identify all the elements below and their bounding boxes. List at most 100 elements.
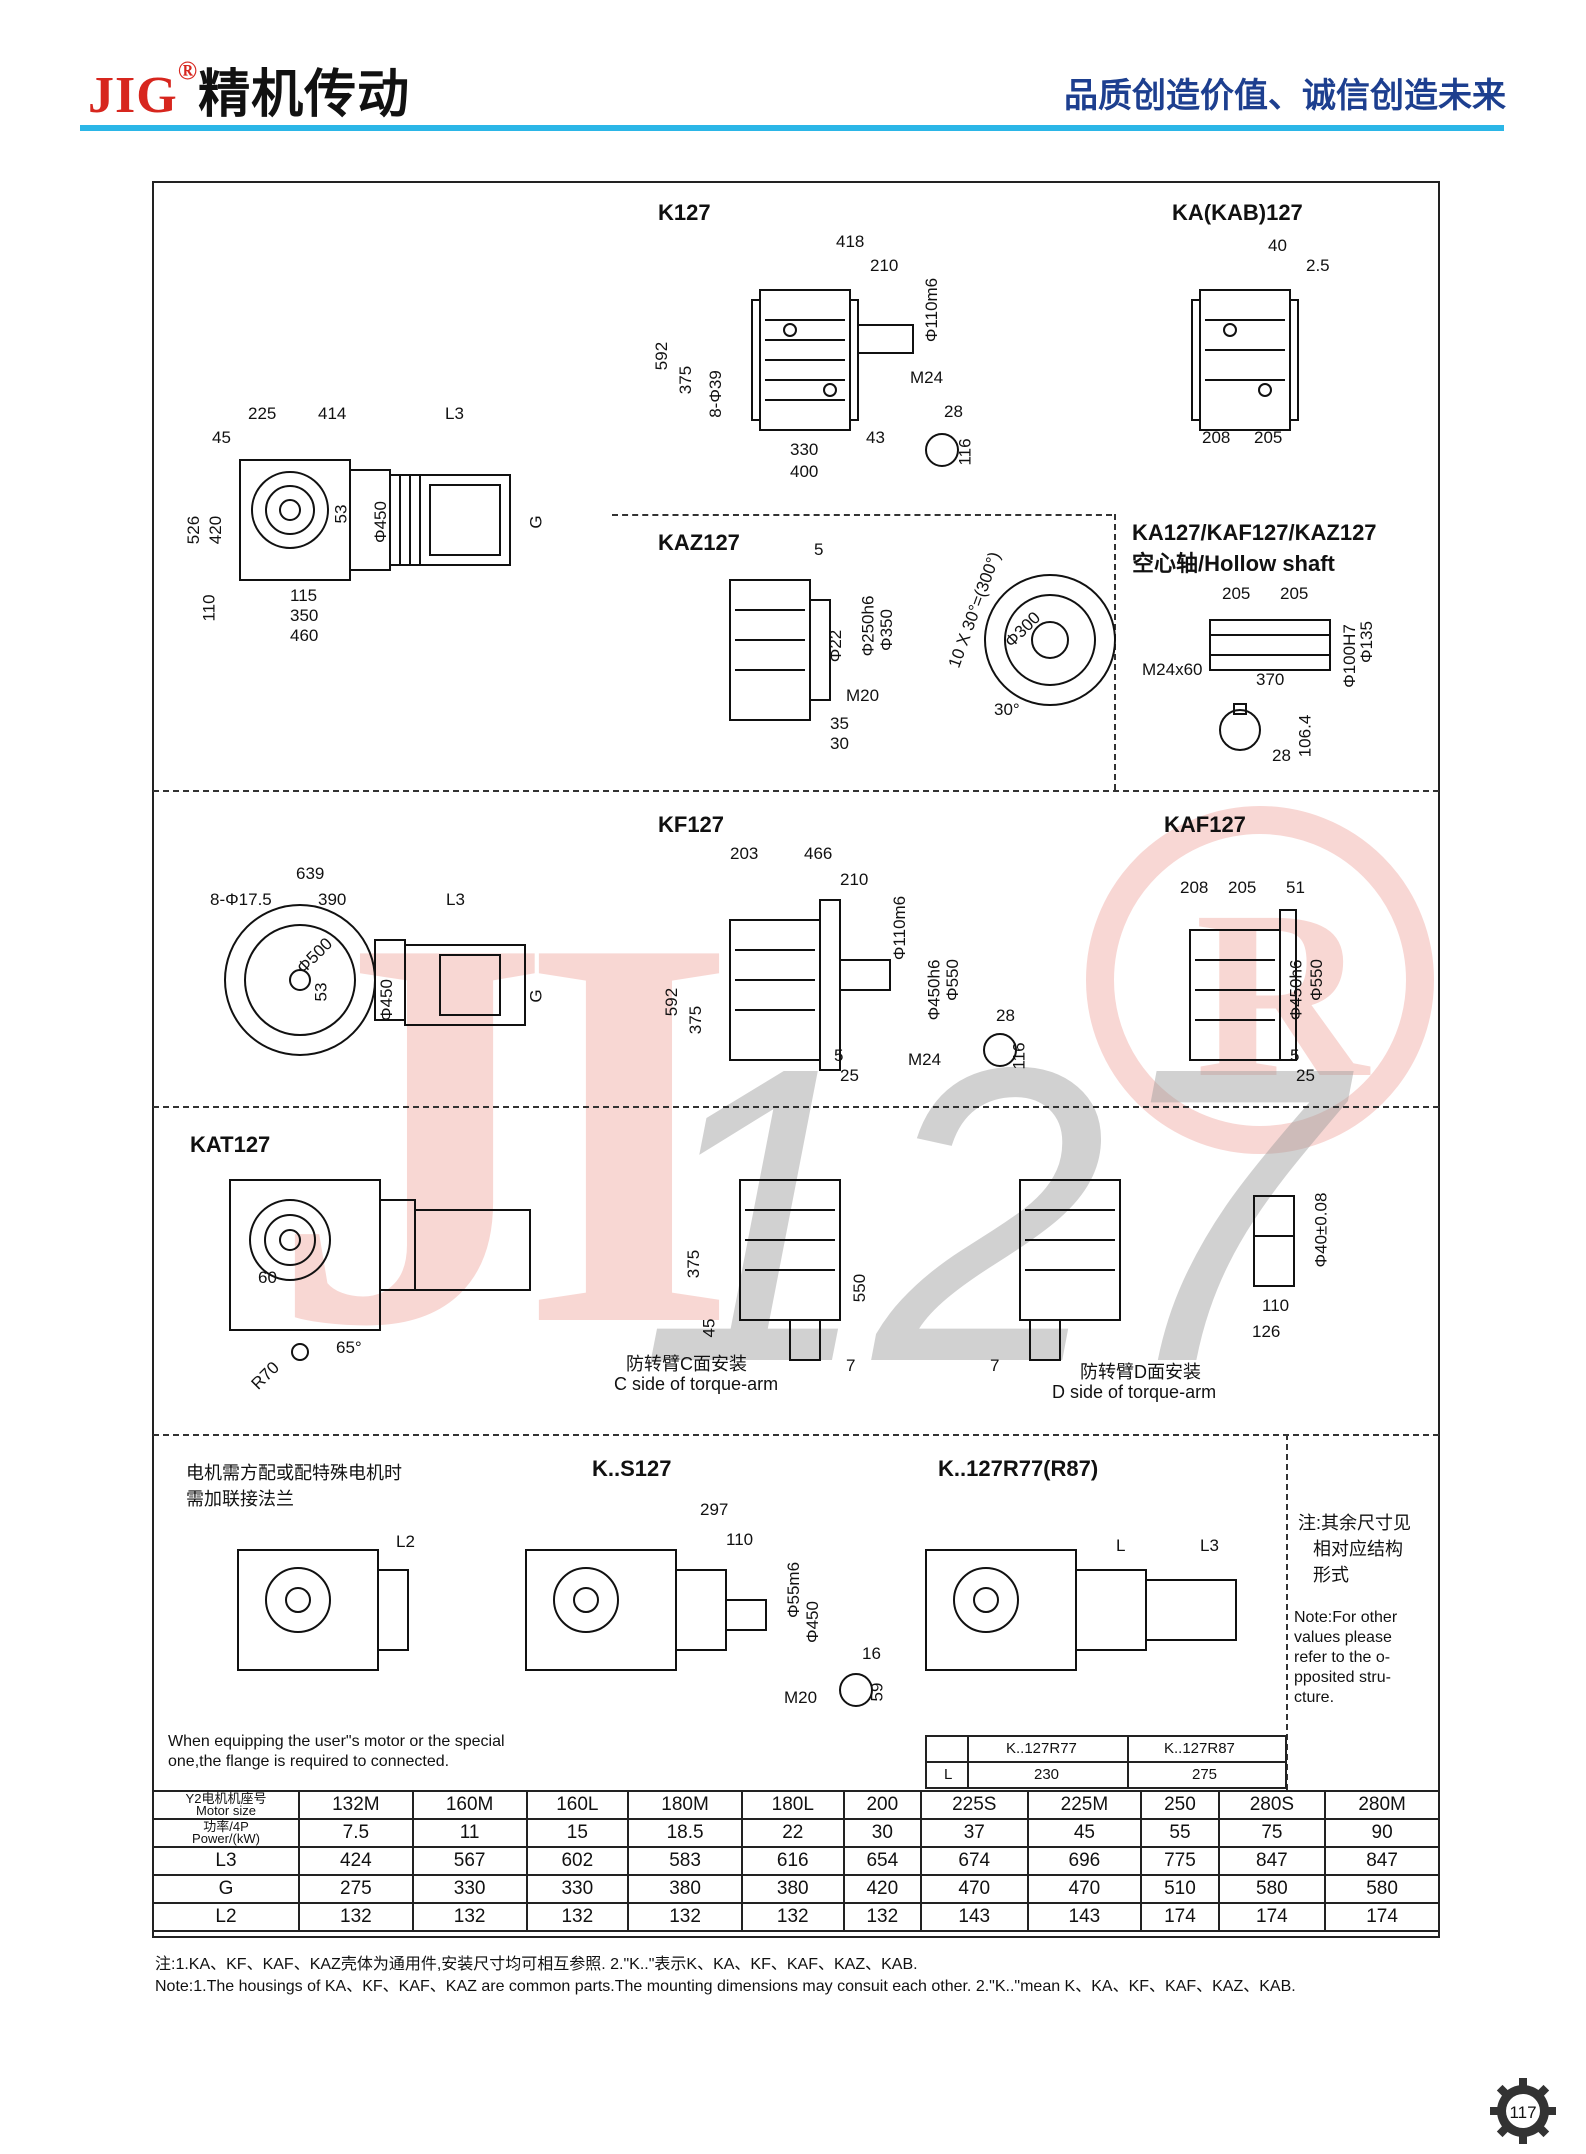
- dim-40: 40: [1268, 236, 1287, 255]
- cell: 11: [411, 1818, 528, 1848]
- drawing-kr127: [925, 1549, 1237, 1671]
- cell: 280S: [1217, 1790, 1327, 1820]
- dim-203: 203: [730, 844, 759, 863]
- dim-460: 460: [290, 626, 319, 645]
- dim-28b: 28: [1272, 746, 1291, 765]
- dim-28c: 28: [996, 1006, 1015, 1025]
- label-kaf127: KAF127: [1164, 812, 1246, 837]
- cell: 200: [842, 1790, 923, 1820]
- drawing-kaz127: [729, 574, 1116, 721]
- dim-592b: 592: [662, 987, 682, 1017]
- dim-210b: 210: [840, 870, 869, 889]
- dim-phi450b: Φ450: [376, 979, 396, 1021]
- cell: 143: [1026, 1902, 1143, 1932]
- dim-420: 420: [206, 515, 226, 545]
- dim-205b: 205: [1280, 584, 1309, 603]
- dim-414: 414: [318, 404, 347, 423]
- r-table-label: L: [944, 1766, 953, 1783]
- cell: 15: [525, 1818, 630, 1848]
- dim-16: 16: [862, 1644, 881, 1663]
- label-kat127: KAT127: [190, 1132, 271, 1157]
- dim-phi450c: Φ450: [802, 1601, 822, 1643]
- dim-28: 28: [944, 402, 963, 421]
- dim-phi110m6: Φ110m6: [922, 277, 942, 343]
- dim-25b: 25: [1296, 1066, 1315, 1085]
- dim-M20: M20: [846, 686, 880, 705]
- label-ka127: KA(KAB)127: [1172, 200, 1303, 225]
- dim-L3: L3: [445, 404, 464, 423]
- dim-45: 45: [212, 428, 231, 447]
- dim-phi550: Φ550: [942, 959, 962, 1001]
- drawing-kat127: [229, 1179, 531, 1361]
- cell: 174: [1324, 1902, 1440, 1932]
- cell: 380: [627, 1874, 743, 1904]
- dim-a30: 30°: [994, 700, 1020, 719]
- dim-L3c: L3: [1200, 1536, 1219, 1555]
- cell: 160M: [411, 1790, 528, 1820]
- drawing-torque-c: [739, 1179, 841, 1361]
- right-note-cn: 注:其余尺寸见 相对应结构 形式: [1298, 1513, 1412, 1585]
- svg-text:I: I: [520, 822, 738, 1442]
- cell: 143: [920, 1902, 1029, 1932]
- divider: [153, 790, 1439, 792]
- dim-330: 330: [790, 440, 819, 459]
- slogan: 品质创造价值、诚信创造未来: [1064, 76, 1506, 116]
- dim-phi350: Φ350: [876, 609, 896, 651]
- dim-110c: 110: [726, 1530, 754, 1549]
- dim-592: 592: [652, 341, 672, 371]
- divider: [153, 1106, 1439, 1108]
- dim-M20b: M20: [784, 1688, 818, 1707]
- dim-phi135: Φ135: [1356, 621, 1376, 663]
- d-side-cn: 防转臂D面安装: [1080, 1362, 1201, 1382]
- cell: 470: [1026, 1874, 1143, 1904]
- dim-126: 126: [1252, 1322, 1281, 1341]
- dim-7: 7: [846, 1356, 856, 1375]
- cell: 470: [920, 1874, 1029, 1904]
- cell: 75: [1217, 1818, 1327, 1848]
- dim-35: 35: [830, 714, 849, 733]
- cell: 180M: [627, 1790, 743, 1820]
- cell: 174: [1140, 1902, 1220, 1932]
- dim-210: 210: [870, 256, 899, 275]
- c-side-en: C side of torque-arm: [614, 1374, 779, 1394]
- d-side-en: D side of torque-arm: [1052, 1382, 1217, 1402]
- dim-390: 390: [318, 890, 347, 909]
- svg-text:J: J: [270, 822, 550, 1442]
- cell: 132: [525, 1902, 630, 1932]
- row-header: L3: [152, 1846, 300, 1876]
- dim-375b: 375: [686, 1005, 706, 1035]
- divider: [1114, 514, 1116, 790]
- dim-110b: 110: [1262, 1296, 1290, 1315]
- divider: [612, 514, 1112, 516]
- drawing-flange: [237, 1549, 409, 1671]
- dim-G: G: [526, 515, 546, 529]
- cell: 225M: [1026, 1790, 1143, 1820]
- r-table-col1: K..127R77: [1006, 1740, 1077, 1757]
- dim-115: 115: [290, 586, 318, 605]
- cell: 275: [298, 1874, 414, 1904]
- dim-7b: 7: [990, 1356, 1000, 1375]
- header-rule: [80, 125, 1504, 131]
- dim-208b: 208: [1180, 878, 1209, 897]
- row-header: G: [152, 1874, 300, 1904]
- drawing-kf-side: [224, 904, 526, 1056]
- label-kf127: KF127: [658, 812, 725, 837]
- cell: 567: [411, 1846, 528, 1876]
- r-table-v1: 230: [1034, 1766, 1060, 1783]
- cell: 160L: [525, 1790, 630, 1820]
- cell: 616: [740, 1846, 845, 1876]
- dim-60: 60: [258, 1268, 277, 1287]
- label-k127: K127: [658, 200, 711, 225]
- drawing-kaf127: [1189, 909, 1297, 1061]
- dim-116: 116: [955, 438, 975, 466]
- label-kaz127: KAZ127: [658, 530, 740, 555]
- svg-text:R: R: [1195, 861, 1371, 1127]
- dim-205: 205: [1254, 428, 1283, 447]
- dim-350: 350: [290, 606, 319, 625]
- cell: 583: [627, 1846, 743, 1876]
- cell: 174: [1217, 1902, 1327, 1932]
